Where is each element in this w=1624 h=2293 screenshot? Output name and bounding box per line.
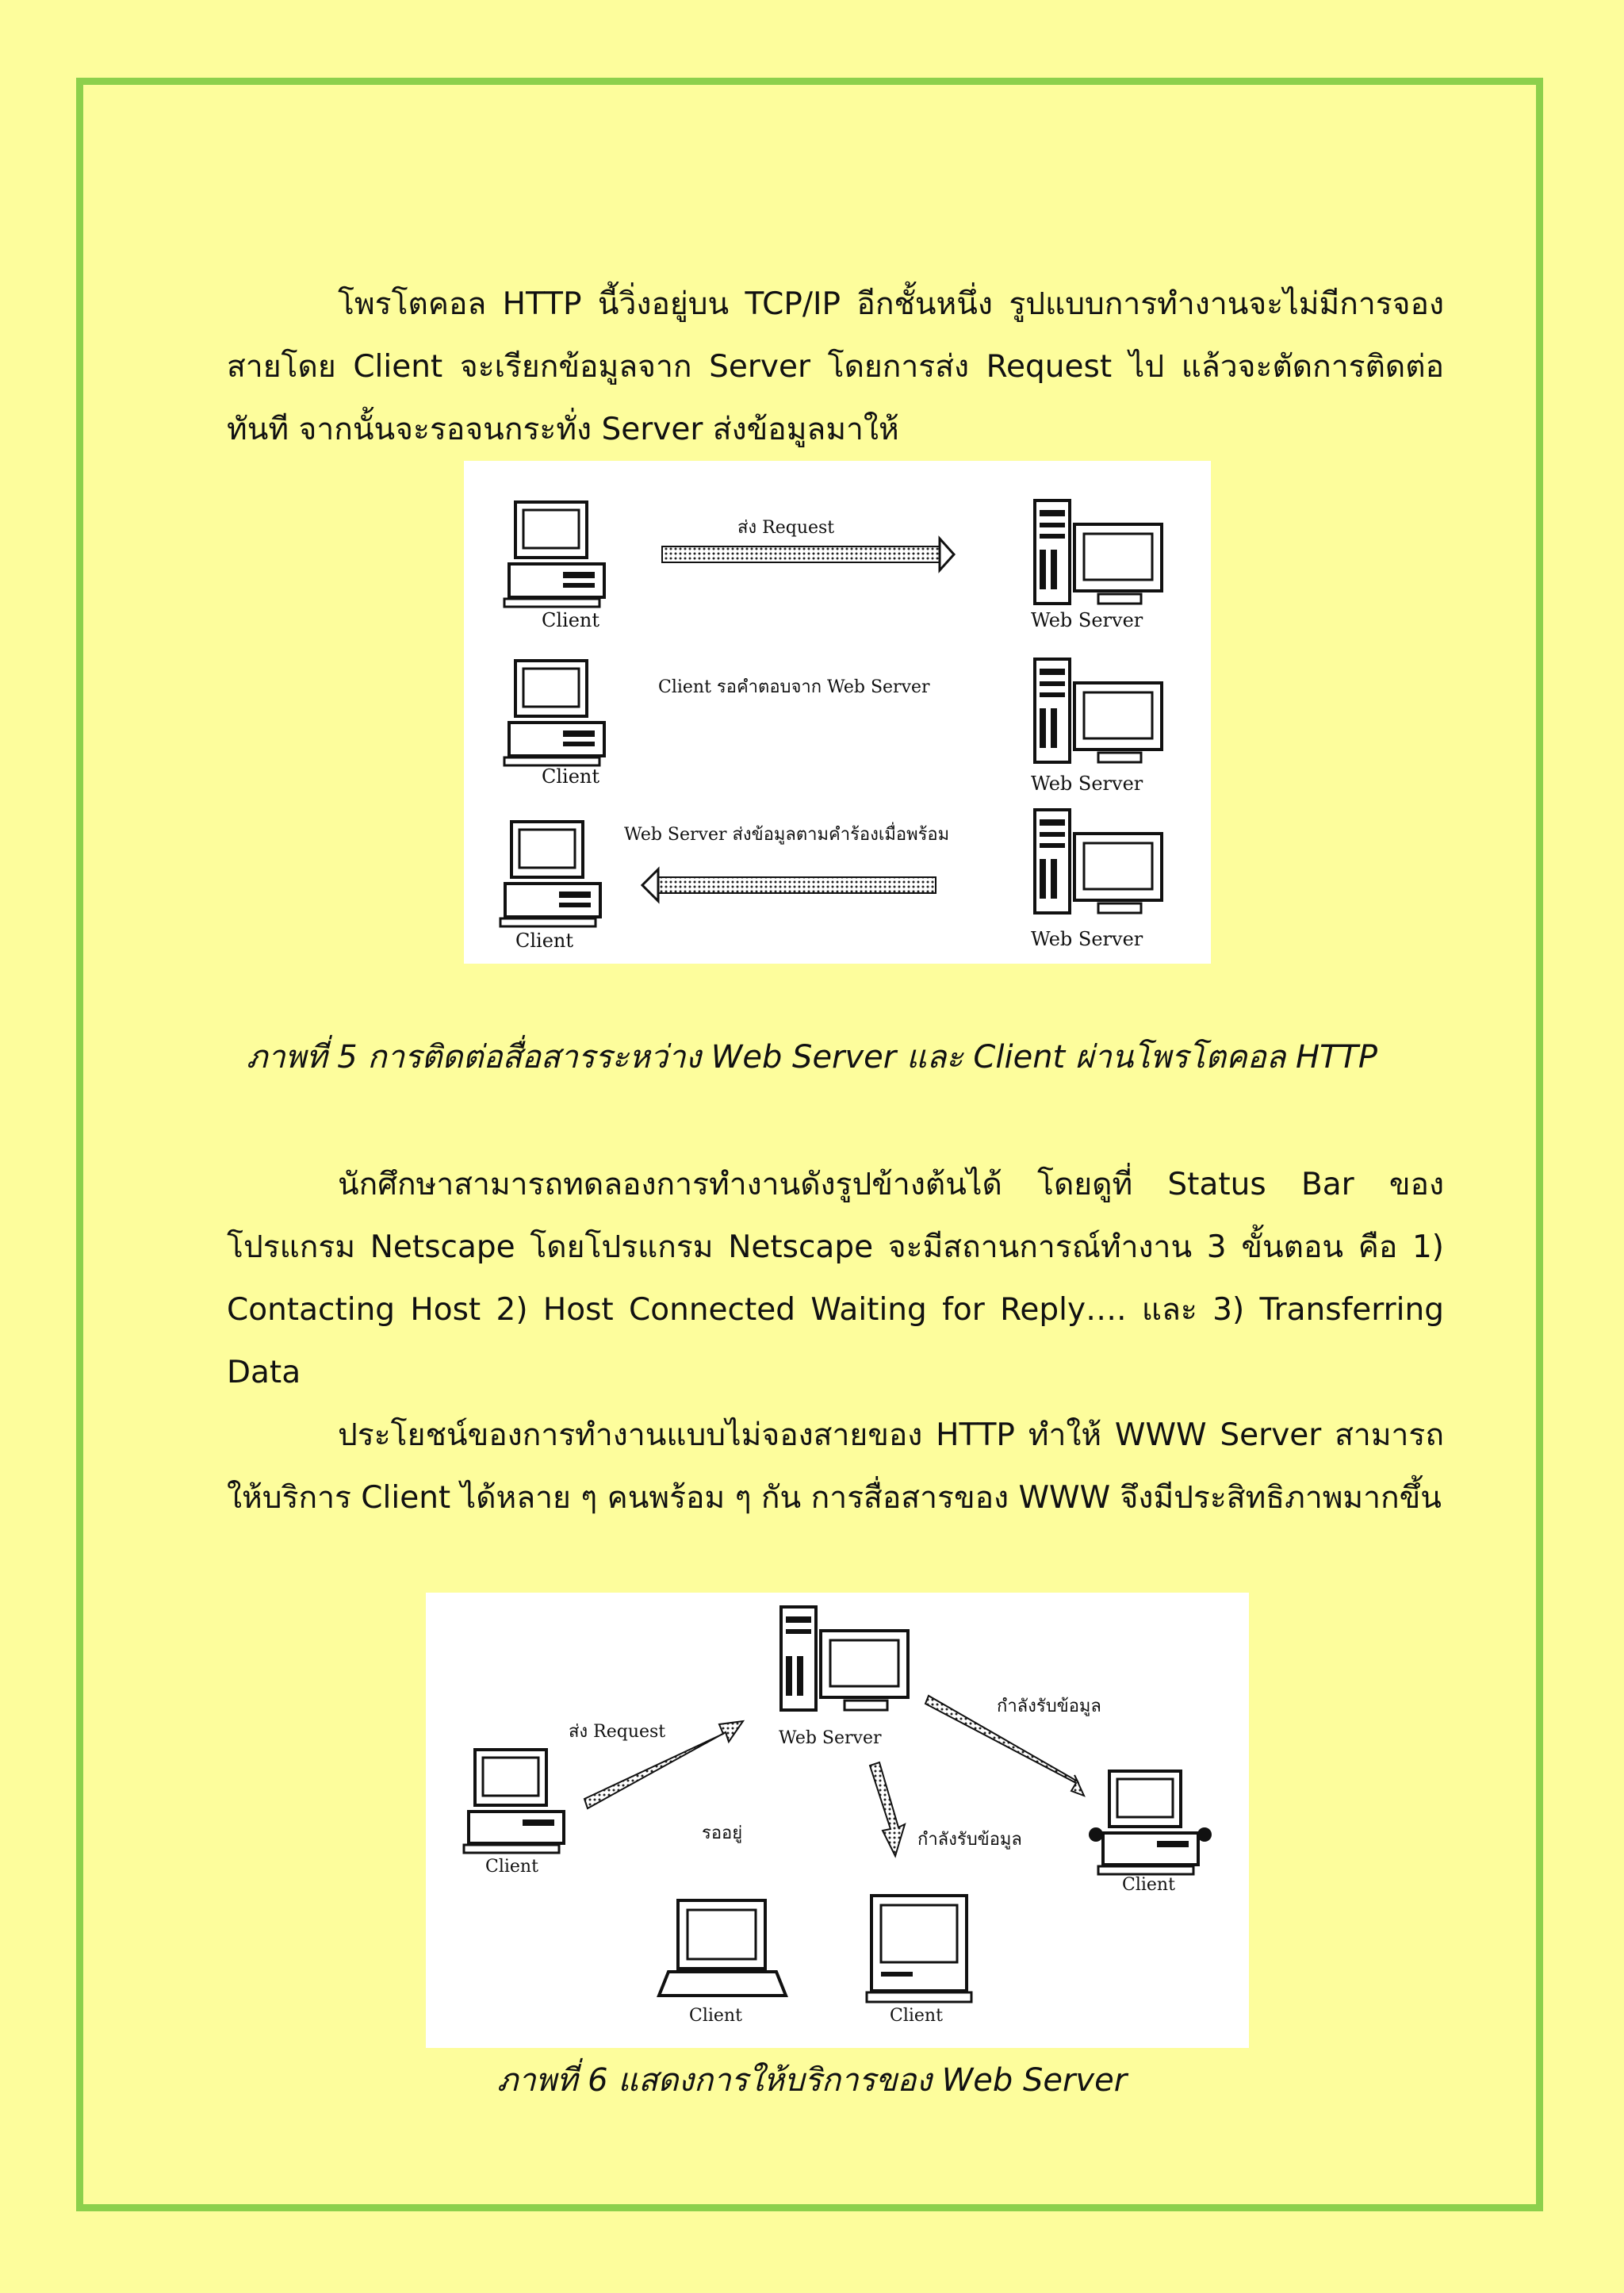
request-label: ส่ง Request [569, 1722, 665, 1742]
arrow-down-icon [868, 1761, 906, 1858]
web-server-icon [779, 1605, 910, 1712]
web-server-icon-3 [1033, 808, 1163, 915]
client-label-3: Client [515, 930, 573, 952]
figure-6-diagram: Web Server Client ส่ง Request Client กำล… [426, 1593, 1249, 2048]
server-label-2: Web Server [1031, 773, 1143, 795]
speaker-icon [1089, 1827, 1103, 1842]
client-computer-right [1097, 1770, 1200, 1876]
laptop-icon [657, 1899, 788, 1997]
client-label-mac: Client [890, 2006, 943, 2026]
client-computer-2 [503, 659, 606, 767]
arrow-request-icon [583, 1720, 745, 1810]
arrow-left-icon [640, 866, 936, 904]
arrow-right-icon [661, 535, 956, 573]
client-computer-1 [503, 500, 606, 608]
client-computer-left [462, 1748, 565, 1854]
page-border [76, 78, 1543, 2211]
client-label-2: Client [542, 765, 599, 788]
figure-5-caption: ภาพที่ 5 การติดต่อสื่อสารระหว่าง Web Ser… [246, 1039, 1378, 1076]
figure-6-caption: ภาพที่ 6 แสดงการให้บริการของ Web Server [496, 2062, 1128, 2099]
receiving-label-bottom: กำลังรับข้อมูล [917, 1830, 1022, 1850]
server-label-3: Web Server [1031, 928, 1143, 950]
client-label-1: Client [542, 609, 599, 631]
paragraph-benefit: ประโยชน์ของการทำงานแบบไม่จองสายของ HTTP … [227, 1417, 1444, 1516]
paragraph-netscape: นักศึกษาสามารถทดลองการทำงานดังรูปข้างต้น… [227, 1167, 1444, 1390]
client-label-right: Client [1122, 1875, 1175, 1895]
arrow-to-right-client-icon [924, 1694, 1086, 1797]
server-label: Web Server [779, 1728, 882, 1748]
client-computer-3 [499, 820, 602, 928]
request-label: ส่ง Request [737, 518, 834, 538]
web-server-icon-2 [1033, 658, 1163, 764]
figure-5-diagram: Client ส่ง Request Web Server Client Cli… [464, 461, 1211, 964]
web-server-icon-1 [1033, 499, 1163, 605]
waiting-label: รออยู่ [702, 1823, 742, 1843]
response-label: Web Server ส่งข้อมูลตามคำร้องเมื่อพร้อม [624, 822, 949, 845]
speaker-icon [1197, 1827, 1212, 1842]
receiving-label-right: กำลังรับข้อมูล [997, 1697, 1101, 1716]
desktop-mac-icon [865, 1894, 973, 2003]
paragraph-http-intro: โพรโตคอล HTTP นี้วิ่งอยู่บน TCP/IP อีกชั… [227, 286, 1444, 447]
waiting-label: Client รอคำตอบจาก Web Server [658, 677, 930, 697]
server-label-1: Web Server [1031, 609, 1143, 631]
client-label-left: Client [485, 1857, 538, 1877]
client-label-laptop: Client [689, 2006, 742, 2026]
